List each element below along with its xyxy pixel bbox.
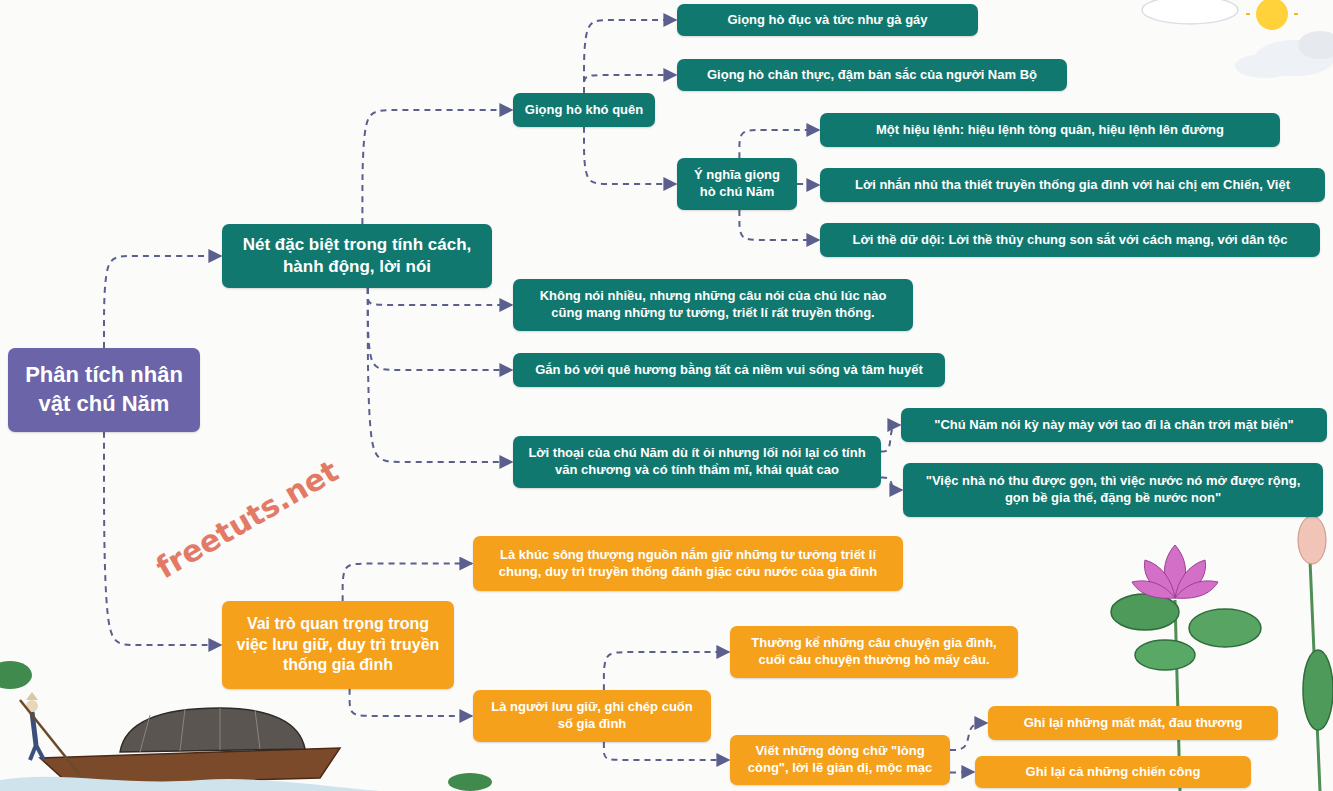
dashed-connector <box>368 288 512 305</box>
dashed-connector <box>584 20 676 93</box>
dashed-connector <box>604 652 729 690</box>
lotus-illustration <box>1111 516 1333 791</box>
leaf-box: "Chú Năm nói kỳ này mày với tao đi là ch… <box>901 408 1327 442</box>
leaf-box: Giọng hò chân thực, đậm bản sắc của ngườ… <box>677 59 1067 91</box>
node-label: Lời nhắn nhủ tha thiết truyền thống gia … <box>855 177 1290 194</box>
main-branch: Vai trò quan trọng trong việc lưu giữ, d… <box>222 601 454 689</box>
dashed-connector <box>881 478 902 490</box>
dashed-connector <box>584 75 676 93</box>
leaf-box: Lời nhắn nhủ tha thiết truyền thống gia … <box>820 168 1325 202</box>
node-label: Giọng hò đục và tức như gà gáy <box>727 12 927 29</box>
dashed-connector <box>950 771 974 774</box>
dashed-connector <box>343 564 472 602</box>
node-label: Phân tích nhân vật chú Năm <box>18 361 190 418</box>
sub-branch: Lời thoại của chú Năm dù ít ỏi nhưng lối… <box>513 436 881 488</box>
node-label: Không nói nhiều, nhưng những câu nói của… <box>523 288 903 322</box>
dashed-connector <box>881 425 900 452</box>
node-label: Thường kể những câu chuyện gia đình, cuố… <box>740 635 1008 669</box>
node-label: Lời thề dữ dội: Lời thề thủy chung son s… <box>853 232 1288 249</box>
node-label: Lời thoại của chú Năm dù ít ỏi nhưng lối… <box>523 445 871 479</box>
node-label: Ghi lại cả những chiến công <box>1026 764 1201 781</box>
node-label: Là khúc sông thượng nguồn nắm giữ những … <box>483 547 893 581</box>
node-label: "Việc nhà nó thu được gọn, thì việc nước… <box>913 473 1313 507</box>
leaf-box: Lời thề dữ dội: Lời thề thủy chung son s… <box>820 223 1320 257</box>
dashed-connector <box>368 288 512 462</box>
node-label: Giọng hò chân thực, đậm bản sắc của ngườ… <box>707 67 1037 84</box>
node-label: Ghi lại những mất mát, đau thương <box>1024 715 1243 732</box>
dashed-connector <box>797 184 819 185</box>
dashed-connector <box>950 723 987 750</box>
root-topic: Phân tích nhân vật chú Năm <box>8 348 200 432</box>
leaf-box: Một hiệu lệnh: hiệu lệnh tòng quân, hiệu… <box>820 113 1280 147</box>
cloud-sun-illustration <box>1142 0 1333 78</box>
leaf-box: Ghi lại những mất mát, đau thương <box>988 706 1278 740</box>
dashed-connector <box>584 127 676 184</box>
dashed-connector <box>350 689 472 716</box>
dashed-connector <box>368 288 512 370</box>
sub-branch: Không nói nhiều, nhưng những câu nói của… <box>513 279 913 331</box>
sub-branch: Ý nghĩa giọng hò chú Năm <box>677 158 797 210</box>
leaf-box: Giọng hò đục và tức như gà gáy <box>677 4 978 36</box>
dashed-connector <box>739 210 819 240</box>
node-label: Vai trò quan trọng trong việc lưu giữ, d… <box>232 614 444 676</box>
sub-branch: Giọng hò khó quên <box>513 93 655 127</box>
dashed-connector <box>362 110 512 224</box>
dashed-connector <box>104 256 221 348</box>
main-branch: Nét đặc biệt trong tính cách, hành động,… <box>222 224 492 288</box>
node-label: Gắn bó với quê hương bằng tất cả niềm vu… <box>535 362 923 379</box>
node-label: Nét đặc biệt trong tính cách, hành động,… <box>232 234 482 278</box>
sub-branch: Là người lưu giữ, ghi chép cuốn số gia đ… <box>473 690 711 742</box>
leaf-box: Thường kể những câu chuyện gia đình, cuố… <box>730 626 1018 678</box>
node-label: Một hiệu lệnh: hiệu lệnh tòng quân, hiệu… <box>876 122 1224 139</box>
node-label: Là người lưu giữ, ghi chép cuốn số gia đ… <box>483 699 701 733</box>
node-label: "Chú Năm nói kỳ này mày với tao đi là ch… <box>934 417 1294 434</box>
node-label: Giọng hò khó quên <box>525 102 643 119</box>
dashed-connector <box>604 742 729 760</box>
leaf-box: Ghi lại cả những chiến công <box>975 756 1251 788</box>
node-label: Viết những dòng chữ "lòng còng", lời lẽ … <box>740 743 940 777</box>
leaf-box: "Việc nhà nó thu được gọn, thì việc nước… <box>903 463 1323 517</box>
sub-branch: Gắn bó với quê hương bằng tất cả niềm vu… <box>513 353 945 387</box>
node-label: Ý nghĩa giọng hò chú Năm <box>687 167 787 201</box>
sub-branch: Viết những dòng chữ "lòng còng", lời lẽ … <box>730 735 950 785</box>
watermark: freetuts.net <box>150 453 344 585</box>
dashed-connector <box>739 130 819 158</box>
sub-branch: Là khúc sông thượng nguồn nắm giữ những … <box>473 536 903 591</box>
